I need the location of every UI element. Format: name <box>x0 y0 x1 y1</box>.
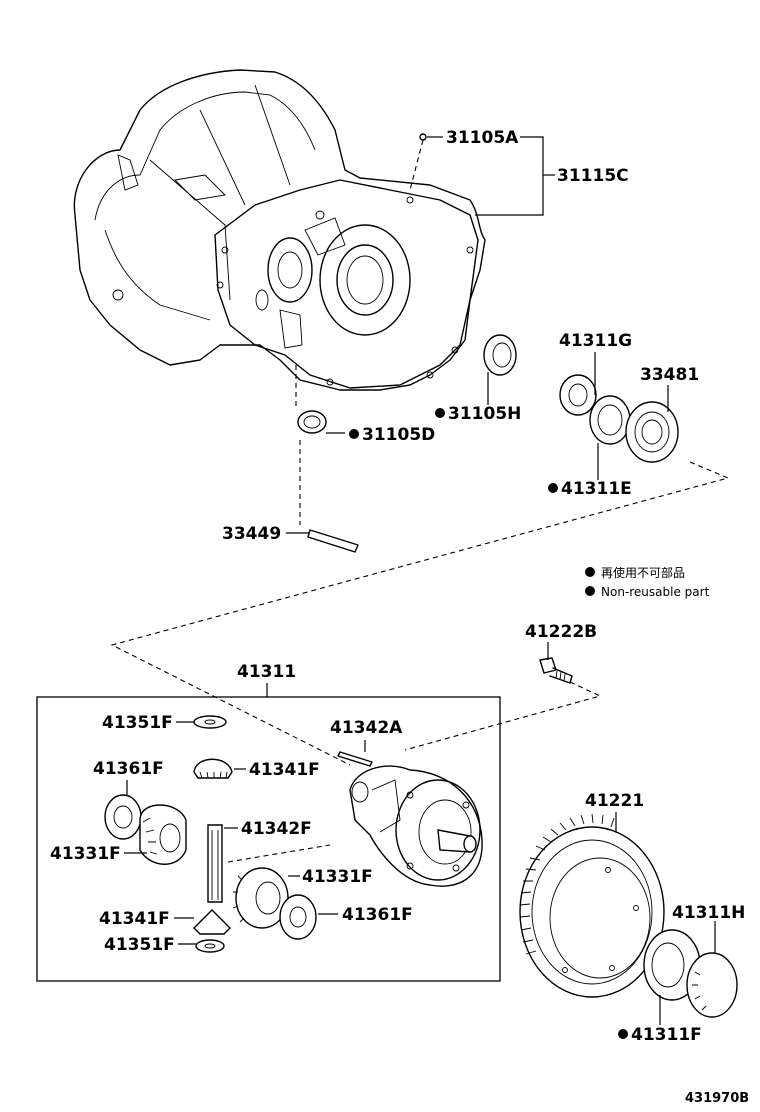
bearing-41311H-41311F: 41311H 41311F <box>618 903 745 1045</box>
non-reusable-dot <box>618 1029 628 1039</box>
legend-dot-icon <box>585 567 595 577</box>
label-31105D: 31105D <box>362 425 435 445</box>
label-31105H: 31105H <box>448 404 521 424</box>
label-41311F: 41311F <box>631 1025 702 1045</box>
pin-41342A: 41342A <box>330 718 403 767</box>
label-41311G: 41311G <box>559 331 632 351</box>
oil-seal-31105H: 31105H <box>435 334 521 424</box>
pinion-41341F-top: 41341F <box>193 758 320 780</box>
legend: 再使用不可部品 Non-reusable part <box>585 565 710 599</box>
non-reusable-dot <box>548 483 558 493</box>
label-41361F-right: 41361F <box>342 905 413 925</box>
label-41331F-right: 41331F <box>302 867 373 887</box>
differential-case <box>349 765 483 887</box>
ring-gear-41221: 41221 <box>519 791 665 998</box>
label-31115C: 31115C <box>557 166 629 186</box>
side-gear-41331F-left: 41331F <box>50 804 187 865</box>
non-reusable-dot <box>349 429 359 439</box>
washer-41361F-left: 41361F <box>93 759 164 840</box>
legend-line-1: 再使用不可部品 <box>601 565 685 580</box>
pinion-41341F-bottom: 41341F <box>99 909 231 935</box>
label-33449: 33449 <box>222 524 281 544</box>
group-box <box>36 696 501 982</box>
diagram-code: 431970B <box>685 1091 749 1106</box>
shaft-41342F: 41342F <box>207 819 331 903</box>
label-41341F-bottom: 41341F <box>99 909 170 929</box>
non-reusable-dot <box>435 408 445 418</box>
transaxle-housing <box>73 69 486 391</box>
label-41221: 41221 <box>585 791 644 811</box>
label-33481: 33481 <box>640 365 699 385</box>
label-41222B: 41222B <box>525 622 597 642</box>
label-41342F: 41342F <box>241 819 312 839</box>
callout-31115C: 31105A 31115C <box>409 128 629 216</box>
differential-assembly-box: 41311 <box>36 662 501 982</box>
oil-seal-31105D: 31105D <box>295 365 435 445</box>
label-41311: 41311 <box>237 662 296 682</box>
assembly-dashed-line <box>110 461 730 766</box>
pin-33449: 33449 <box>222 440 359 553</box>
bolt-41222B: 41222B <box>404 622 602 751</box>
washer-41361F-right: 41361F <box>279 894 413 940</box>
label-41311E: 41311E <box>561 479 632 499</box>
ring-gear-teeth <box>519 813 615 955</box>
label-41341F-top: 41341F <box>249 760 320 780</box>
label-41361F-left: 41361F <box>93 759 164 779</box>
label-41351F-bottom: 41351F <box>104 935 175 955</box>
washer-41351F-top: 41351F <box>102 713 227 733</box>
label-41351F-top: 41351F <box>102 713 173 733</box>
bearing-group-right: 41311G 33481 41311E <box>548 331 699 499</box>
label-41311H: 41311H <box>672 903 745 923</box>
washer-41351F-bottom: 41351F <box>104 935 225 955</box>
label-41331F-left: 41331F <box>50 844 121 864</box>
side-gear-41331F-right: 41331F <box>232 867 373 929</box>
legend-line-2: Non-reusable part <box>601 585 710 599</box>
label-41342A: 41342A <box>330 718 403 738</box>
legend-dot-icon <box>585 586 595 596</box>
label-31105A: 31105A <box>446 128 519 148</box>
